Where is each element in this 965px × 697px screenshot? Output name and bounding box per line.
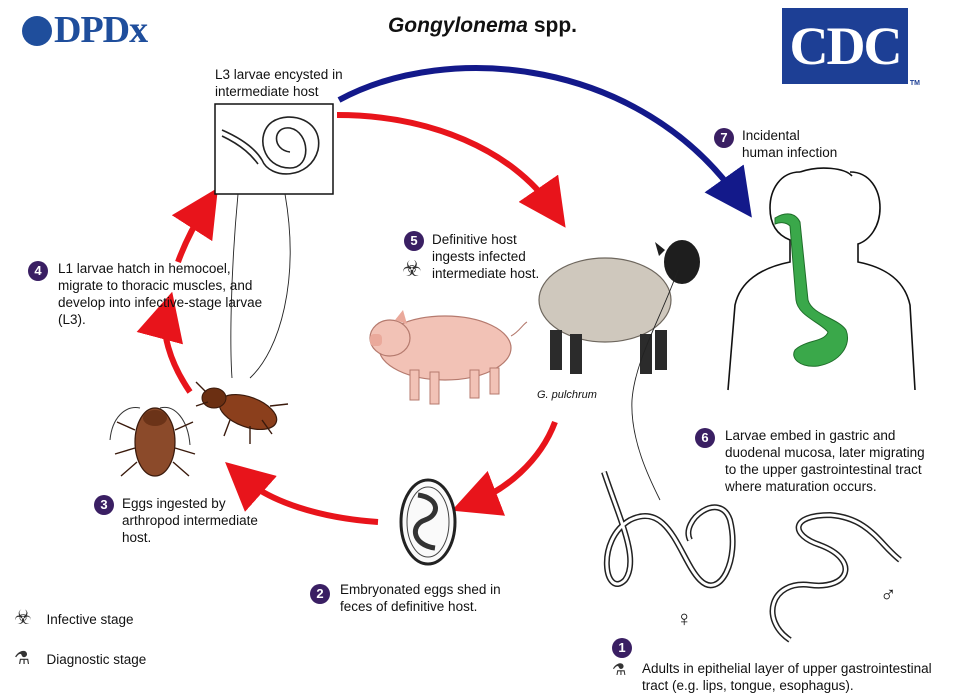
beetle-drawing (195, 381, 289, 444)
title-genus: Gongylonema (387, 14, 528, 37)
step-1-microscope-icon: ⚗ (612, 662, 627, 679)
step-7-text: Incidental human infection (742, 128, 838, 160)
microscope-icon: ⚗ (14, 648, 31, 668)
step-3-text: Eggs ingested by arthropod intermediate … (122, 496, 258, 545)
arrow-box-to-human (337, 65, 752, 218)
step-2-badge: 2 (310, 584, 330, 604)
step-7-badge: 7 (714, 128, 734, 148)
dpdx-logo-text: DPDx (54, 9, 148, 51)
cockroach-drawing (109, 406, 196, 477)
cdc-logo: CDC TM (782, 8, 920, 87)
arrow-4-to-box (171, 187, 218, 264)
human-silhouette (727, 167, 916, 391)
dpdx-logo: DPDx (22, 8, 148, 52)
step-5-text: Definitive host ingests infected interme… (432, 232, 540, 281)
legend-diagnostic-label: Diagnostic stage (46, 652, 147, 667)
step-1: 1 ⚗ Adults in epithelial layer of upper … (612, 638, 952, 694)
step-4-badge: 4 (28, 261, 48, 281)
cdc-trademark: TM (909, 80, 920, 87)
sheep-drawing (538, 240, 700, 374)
page-title: Gongylonema spp. (0, 14, 965, 38)
step-3-badge: 3 (94, 495, 114, 515)
step-5-biohazard-icon: ☣ (402, 256, 422, 281)
l3-larvae-box (214, 103, 334, 195)
species-label: G. pulchrum (537, 389, 597, 401)
microscope-logo-icon (22, 16, 52, 46)
l3-box-label-text: L3 larvae encysted in intermediate host (215, 67, 343, 99)
pig-drawing (369, 310, 528, 405)
step-3: 3 Eggs ingested by arthropod intermediat… (94, 495, 294, 546)
legend: ☣ Infective stage ⚗ Diagnostic stage (14, 604, 214, 672)
egg-drawing (399, 478, 457, 566)
step-5-badge: 5 (404, 231, 424, 251)
arrow-2-to-3 (225, 462, 379, 525)
female-worm-inner (602, 471, 735, 587)
encysted-larva-drawing (221, 116, 320, 175)
gastrointestinal-tract (774, 213, 848, 367)
step-2: 2 Embryonated eggs shed in feces of defi… (310, 581, 530, 615)
cdc-logo-text: CDC (789, 16, 903, 76)
female-symbol: ♀ (676, 606, 693, 631)
step-7: 7 Incidental human infection (714, 127, 844, 161)
step-5: 5 Definitive host ingests infected inter… (404, 231, 634, 282)
step-6-badge: 6 (695, 428, 715, 448)
l3-box-label: L3 larvae encysted in intermediate host (215, 66, 355, 100)
male-worm-inner (771, 513, 901, 642)
biohazard-icon: ☣ (14, 607, 32, 629)
title-suffix: spp. (528, 14, 578, 37)
arrow-box-to-5 (336, 112, 566, 228)
step-4: 4 L1 larvae hatch in hemocoel, migrate t… (28, 260, 278, 328)
male-worm-drawing (769, 511, 902, 643)
legend-infective-label: Infective stage (46, 612, 134, 627)
step-6-text: Larvae embed in gastric and duodenal muc… (725, 428, 925, 494)
male-symbol: ♂ (880, 582, 897, 607)
step-6: 6 Larvae embed in gastric and duodenal m… (695, 427, 935, 495)
legend-infective: ☣ Infective stage (14, 604, 214, 632)
step-1-text: Adults in epithelial layer of upper gast… (642, 661, 932, 693)
arrow-5-to-2 (451, 420, 558, 516)
step-2-text: Embryonated eggs shed in feces of defini… (340, 582, 501, 614)
step-1-badge: 1 (612, 638, 632, 658)
step-4-text: L1 larvae hatch in hemocoel, migrate to … (58, 261, 263, 327)
arrow-3-to-4 (136, 291, 193, 394)
legend-diagnostic: ⚗ Diagnostic stage (14, 644, 214, 672)
